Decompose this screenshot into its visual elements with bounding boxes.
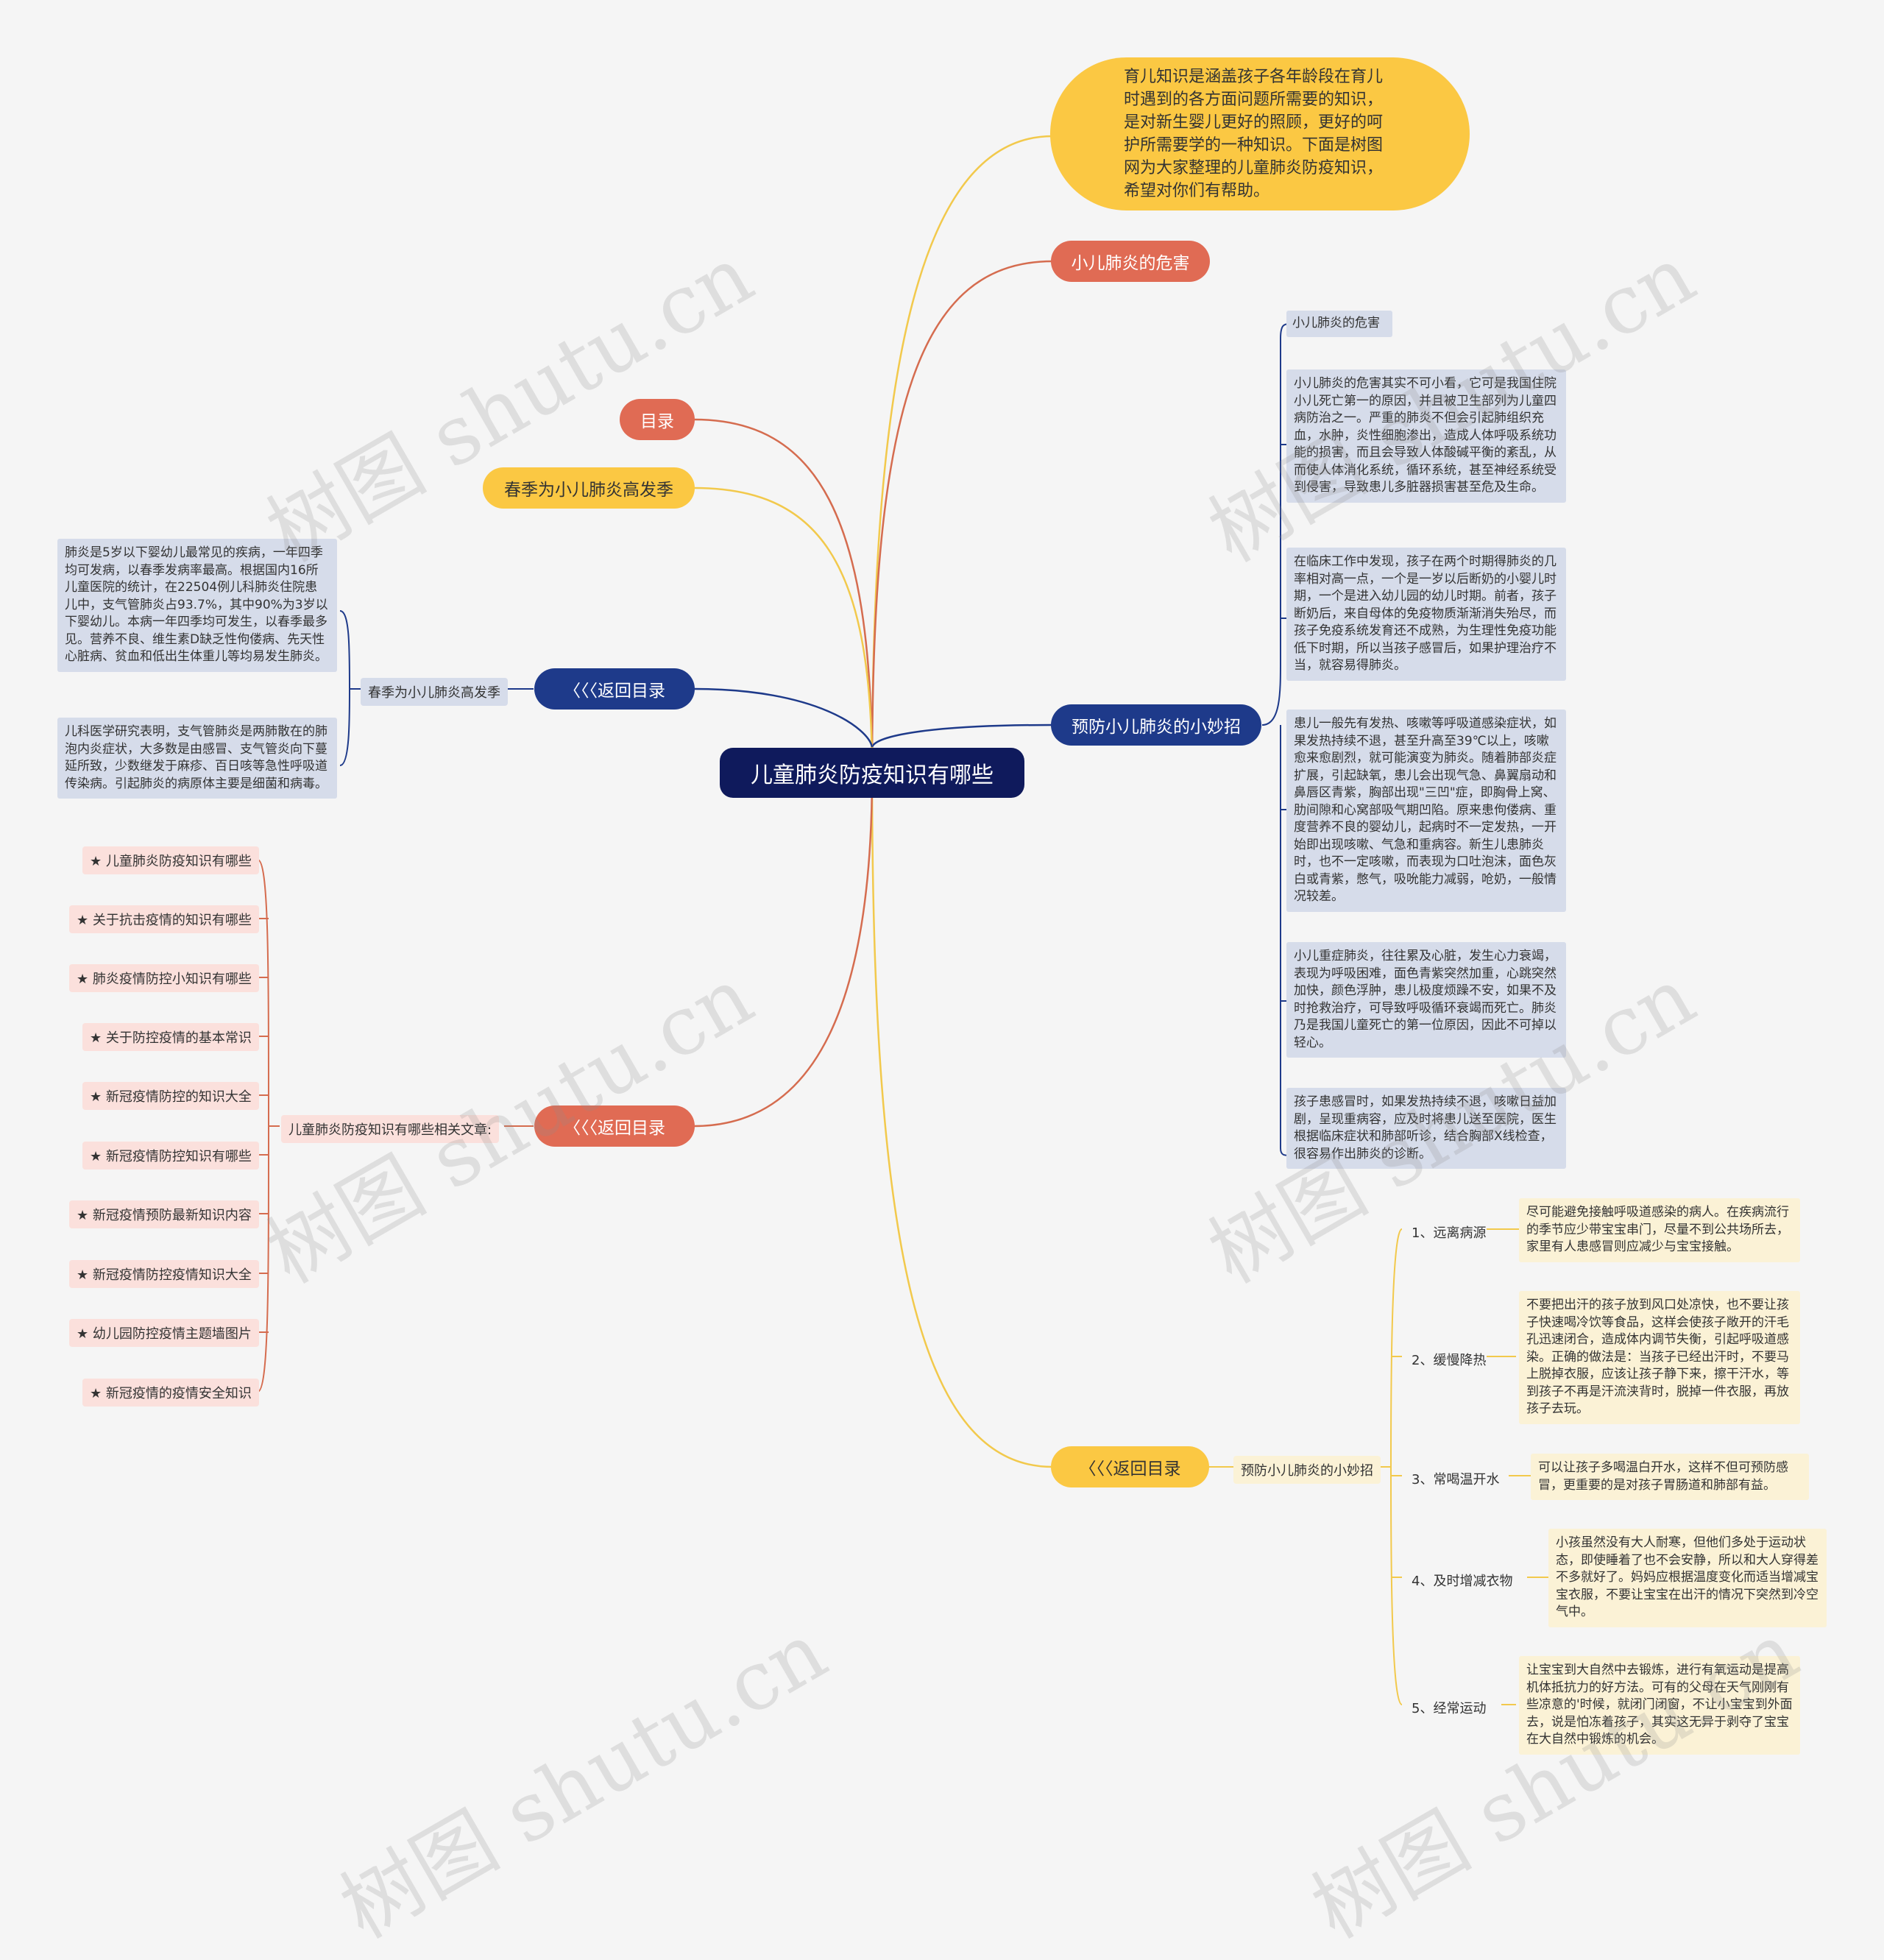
article-link[interactable]: ★ 新冠疫情防控知识有哪些 — [82, 1142, 259, 1170]
prevent-note-4: 小儿重症肺炎，往往累及心脏，发生心力衰竭，表现为呼吸困难，面色青紫突然加重，心跳… — [1286, 942, 1566, 1058]
prevent-note-5: 孩子患感冒时，如果发热持续不退，咳嗽日益加剧，呈现重病容，应及时将患儿送至医院，… — [1286, 1088, 1566, 1169]
back1-sublabel: 春季为小儿肺炎高发季 — [361, 678, 508, 706]
tip-1-text: 尽可能避免接触呼吸道感染的病人。在疾病流行的季节应少带宝宝串门，尽量不到公共场所… — [1519, 1198, 1800, 1262]
tip-4-title: 4、及时增减衣物 — [1412, 1574, 1513, 1589]
central-topic[interactable]: 儿童肺炎防疫知识有哪些 — [720, 748, 1024, 798]
back1-note-1: 肺炎是5岁以下婴幼儿最常见的疾病，一年四季均可发病，以春季发病率最高。根据国内1… — [57, 539, 337, 672]
mindmap-canvas: 儿童肺炎防疫知识有哪些 育儿知识是涵盖孩子各年龄段在育儿时遇到的各方面问题所需要… — [57, 57, 1827, 1956]
tip-1-title: 1、远离病源 — [1412, 1225, 1487, 1241]
link-intro — [871, 135, 1053, 774]
connector-lines — [257, 135, 1549, 1705]
back-right-sublabel: 预防小儿肺炎的小妙招 — [1233, 1456, 1381, 1484]
tip-2-title: 2、缓慢降热 — [1412, 1353, 1487, 1368]
back2-sublabel: 儿童肺炎防疫知识有哪些相关文章: — [281, 1115, 500, 1143]
article-link[interactable]: ★ 儿童肺炎防疫知识有哪些 — [82, 846, 259, 874]
link-prevent — [871, 723, 1053, 748]
branch-harm-label: 小儿肺炎的危害 — [1071, 254, 1190, 273]
article-link[interactable]: ★ 新冠疫情预防最新知识内容 — [69, 1200, 259, 1228]
link-back1 — [693, 687, 874, 748]
branch-harm[interactable]: 小儿肺炎的危害 — [1051, 241, 1210, 282]
intro-bubble[interactable]: 育儿知识是涵盖孩子各年龄段在育儿时遇到的各方面问题所需要的知识，是对新生婴儿更好… — [1050, 57, 1470, 210]
tip-3-text: 可以让孩子多喝温白开水，这样不但可预防感冒，更重要的是对孩子胃肠道和肺部有益。 — [1531, 1454, 1809, 1500]
back-left-button-2[interactable]: 〈〈〈返回目录 — [534, 1105, 695, 1147]
link-back-right — [871, 772, 1053, 1468]
central-topic-label: 儿童肺炎防疫知识有哪些 — [751, 763, 994, 788]
article-link[interactable]: ★ 新冠疫情防控疫情知识大全 — [69, 1260, 259, 1288]
tip-5-title: 5、经常运动 — [1412, 1701, 1487, 1716]
link-spring — [693, 487, 874, 774]
link-harm — [871, 260, 1053, 774]
prevent-note-3: 患儿一般先有发热、咳嗽等呼吸道感染症状，如果发热持续不退，甚至升高至39℃以上，… — [1286, 710, 1566, 912]
article-link[interactable]: ★ 新冠疫情的疫情安全知识 — [82, 1379, 259, 1407]
back-right-button[interactable]: 〈〈〈返回目录 — [1051, 1446, 1209, 1487]
branch-prevent[interactable]: 预防小儿肺炎的小妙招 — [1051, 704, 1261, 746]
tip-2-text: 不要把出汗的孩子放到风口处凉快，也不要让孩子快速喝冷饮等食品，这样会使孩子敞开的… — [1519, 1291, 1800, 1424]
link-toc — [693, 418, 874, 774]
intro-text: 育儿知识是涵盖孩子各年龄段在育儿时遇到的各方面问题所需要的知识，是对新生婴儿更好… — [1124, 68, 1384, 200]
branch-spring[interactable]: 春季为小儿肺炎高发季 — [483, 467, 695, 509]
back1-note-2: 儿科医学研究表明，支气管肺炎是两肺散在的肺泡内炎症状，大多数是由感冒、支气管炎向… — [57, 718, 337, 799]
branch-toc[interactable]: 目录 — [620, 399, 695, 440]
branch-prevent-label: 预防小儿肺炎的小妙招 — [1072, 718, 1241, 737]
article-link[interactable]: ★ 幼儿园防控疫情主题墙图片 — [69, 1319, 259, 1347]
tip-3-title: 3、常喝温开水 — [1412, 1472, 1500, 1487]
article-link[interactable]: ★ 肺炎疫情防控小知识有哪些 — [69, 964, 259, 992]
article-link[interactable]: ★ 关于防控疫情的基本常识 — [82, 1023, 259, 1051]
tip-5-text: 让宝宝到大自然中去锻炼，进行有氧运动是提高机体抵抗力的好方法。可有的父母在天气刚… — [1519, 1656, 1800, 1755]
article-link[interactable]: ★ 关于抗击疫情的知识有哪些 — [69, 905, 259, 933]
article-link[interactable]: ★ 新冠疫情防控的知识大全 — [82, 1082, 259, 1110]
link-back2 — [693, 772, 874, 1128]
prevent-note-1: 小儿肺炎的危害其实不可小看，它可是我国住院小儿死亡第一的原因，并且被卫生部列为儿… — [1286, 369, 1566, 503]
prevent-note-title: 小儿肺炎的危害 — [1286, 311, 1392, 337]
prevent-note-2: 在临床工作中发现，孩子在两个时期得肺炎的几率相对高一点，一个是一岁以后断奶的小婴… — [1286, 548, 1566, 681]
tip-4-text: 小孩虽然没有大人耐寒，但他们多处于运动状态，即使睡着了也不会安静，所以和大人穿得… — [1548, 1529, 1827, 1627]
back-left-button-1[interactable]: 〈〈〈返回目录 — [534, 668, 695, 710]
